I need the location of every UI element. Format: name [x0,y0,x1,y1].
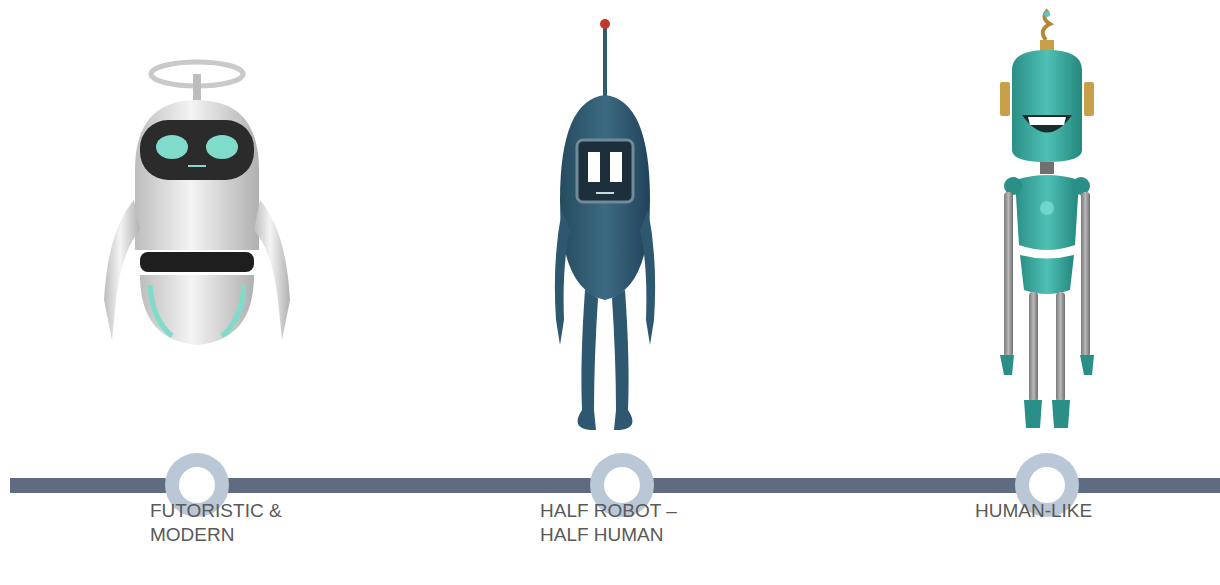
timeline-label: FUTORISTIC & MODERN [150,499,325,547]
futuristic-robot [104,62,290,345]
timeline-label: HUMAN-LIKE [975,499,1175,523]
half-robot [555,19,655,430]
timeline-label: HALF ROBOT – HALF HUMAN [540,499,688,547]
human-like-robot [1000,10,1094,428]
